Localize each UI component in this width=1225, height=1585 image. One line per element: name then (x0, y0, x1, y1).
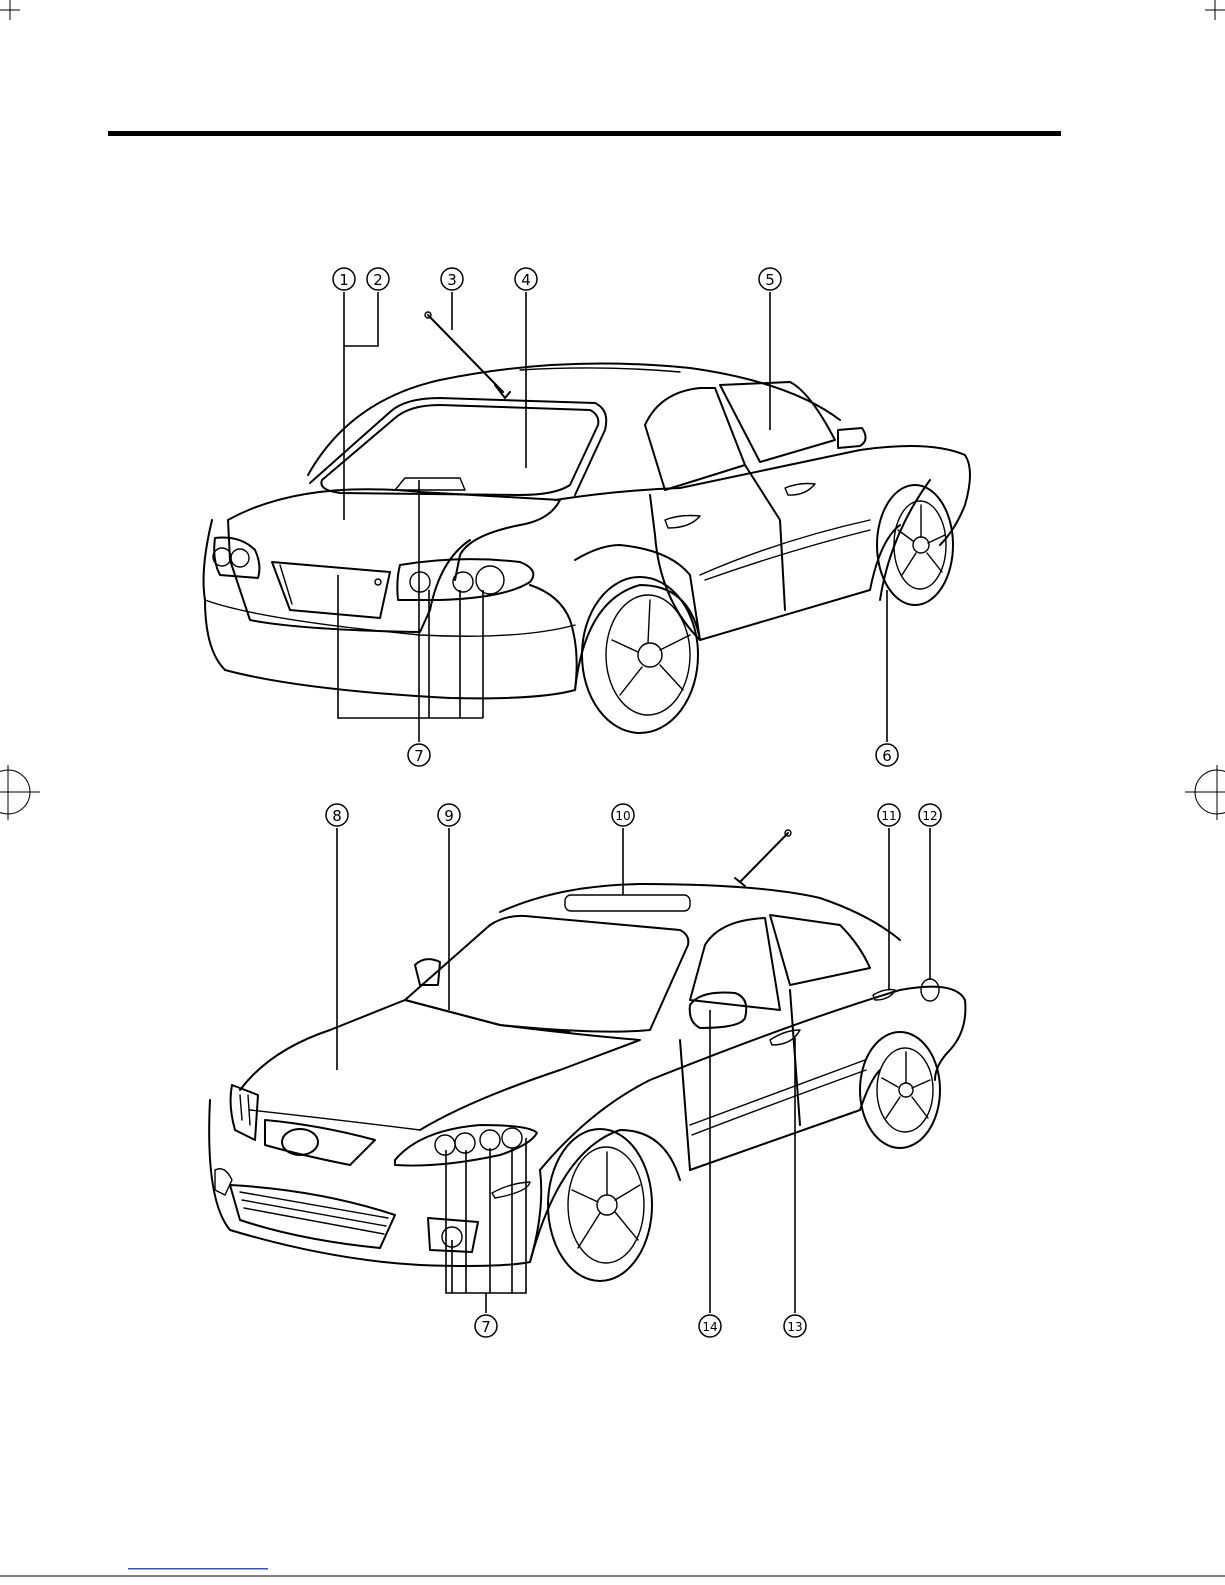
callout-label: 10 (615, 809, 630, 823)
callout-label: 1 (339, 271, 349, 289)
callout-2: 2 (367, 268, 389, 290)
callout-11: 11 (878, 804, 900, 826)
callout-9: 9 (438, 804, 460, 826)
callout-12: 12 (919, 804, 941, 826)
callout-8: 8 (326, 804, 348, 826)
callout-label: 7 (481, 1318, 491, 1336)
callout-7-rear: 7 (408, 744, 430, 766)
callout-label: 12 (922, 809, 937, 823)
callout-label: 6 (882, 747, 892, 765)
callout-label: 5 (765, 271, 775, 289)
callout-label: 3 (447, 271, 457, 289)
callout-4: 4 (515, 268, 537, 290)
callout-label: 4 (521, 271, 531, 289)
callout-13: 13 (784, 1315, 806, 1337)
callout-7-front: 7 (475, 1315, 497, 1337)
callout-14: 14 (699, 1315, 721, 1337)
callout-6: 6 (876, 744, 898, 766)
callout-label: 7 (414, 747, 424, 765)
callout-label: 11 (881, 809, 896, 823)
callout-label: 9 (444, 807, 454, 825)
callout-label: 2 (373, 271, 383, 289)
callout-3: 3 (441, 268, 463, 290)
front-view-car (209, 830, 965, 1281)
footer-link-underline[interactable] (128, 1568, 268, 1570)
callout-label: 13 (787, 1320, 802, 1334)
callout-10: 10 (612, 804, 634, 826)
header-rule (108, 131, 1061, 136)
callout-1: 1 (333, 268, 355, 290)
rear-view-car (204, 312, 970, 733)
callout-label: 14 (702, 1320, 717, 1334)
callout-label: 8 (332, 807, 342, 825)
callout-5: 5 (759, 268, 781, 290)
